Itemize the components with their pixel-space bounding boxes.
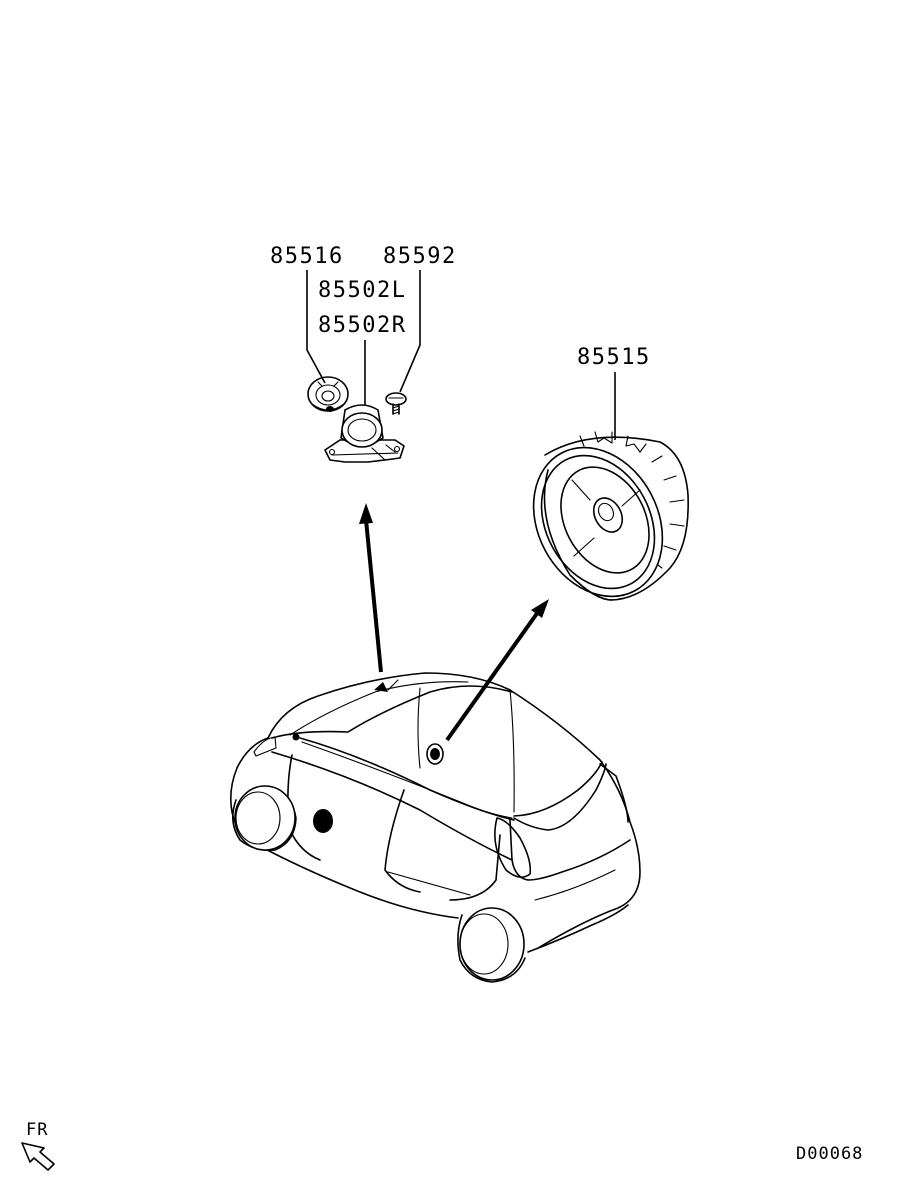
- label-85502L: 85502L: [318, 278, 406, 303]
- label-85516: 85516: [270, 244, 344, 269]
- front-direction-label: FR: [26, 1120, 48, 1140]
- front-tweeter-marker: [292, 733, 300, 741]
- door-speaker-part: [532, 431, 689, 601]
- leader-85516: [306, 270, 326, 384]
- tweeter-location-marker: [374, 682, 388, 692]
- leader-85592: [399, 270, 421, 393]
- location-arrows: [359, 503, 549, 742]
- tweeter-part: [324, 404, 405, 463]
- front-direction-indicator: FR: [21, 1120, 55, 1171]
- arrow-head-speaker: [531, 599, 549, 618]
- front-door-speaker-marker: [313, 809, 333, 833]
- label-85515: 85515: [577, 345, 651, 370]
- tweeter-cover-part: [307, 376, 349, 412]
- screw-part: [385, 392, 407, 415]
- arrow-head-tweeter: [359, 503, 373, 524]
- car-illustration: [230, 672, 641, 983]
- label-85502R: 85502R: [318, 313, 406, 338]
- diagram-code: D00068: [796, 1144, 863, 1164]
- label-85592: 85592: [383, 244, 457, 269]
- front-arrow-icon: [21, 1142, 55, 1171]
- leader-lines: [306, 270, 616, 440]
